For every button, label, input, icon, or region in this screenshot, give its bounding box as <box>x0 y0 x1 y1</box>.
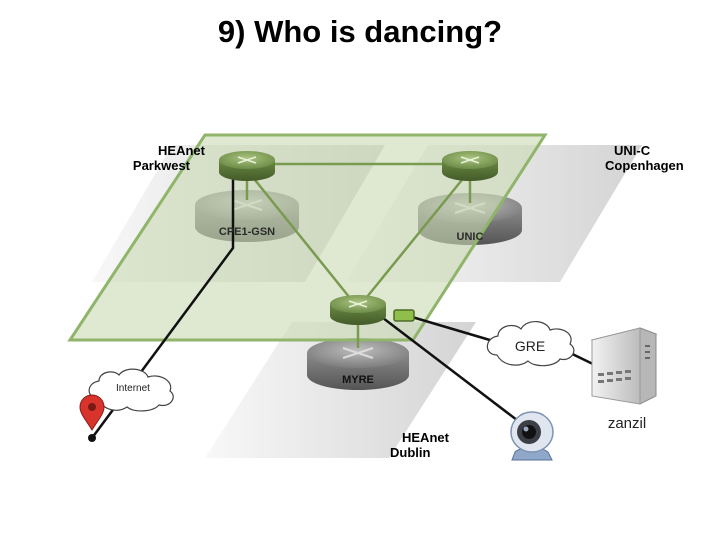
server-icon <box>590 327 658 405</box>
site-label-parkwest-line2: Parkwest <box>133 158 191 173</box>
gre-cloud-icon <box>486 321 575 367</box>
router-label-unic: UNIC <box>457 231 484 243</box>
site-label-parkwest-line1: HEAnet <box>158 143 206 158</box>
internet-cloud-label: Internet <box>116 383 150 394</box>
slide-title: 9) Who is dancing? <box>217 14 503 49</box>
router-myre-physical <box>307 338 409 390</box>
router-cpe1-logical <box>219 151 275 181</box>
port-connector <box>393 309 415 322</box>
router-unic-logical <box>442 151 498 181</box>
site-label-dublin-line2: Dublin <box>390 445 430 460</box>
server-label-zanzil: zanzil <box>608 415 646 432</box>
site-label-dublin-line1: HEAnet <box>402 430 450 445</box>
router-myre-logical <box>330 295 386 325</box>
internet-cloud-icon <box>88 368 174 412</box>
site-label-copenhagen-line2: Copenhagen <box>605 158 684 173</box>
map-pin-icon <box>79 394 105 442</box>
site-label-copenhagen-line1: UNI-C <box>614 143 651 158</box>
router-label-cpe1: CPE1-GSN <box>219 226 275 238</box>
logical-links <box>245 162 472 348</box>
router-label-myre: MYRE <box>342 374 374 386</box>
webcam-icon <box>510 411 554 461</box>
gre-cloud-label: GRE <box>515 338 545 354</box>
